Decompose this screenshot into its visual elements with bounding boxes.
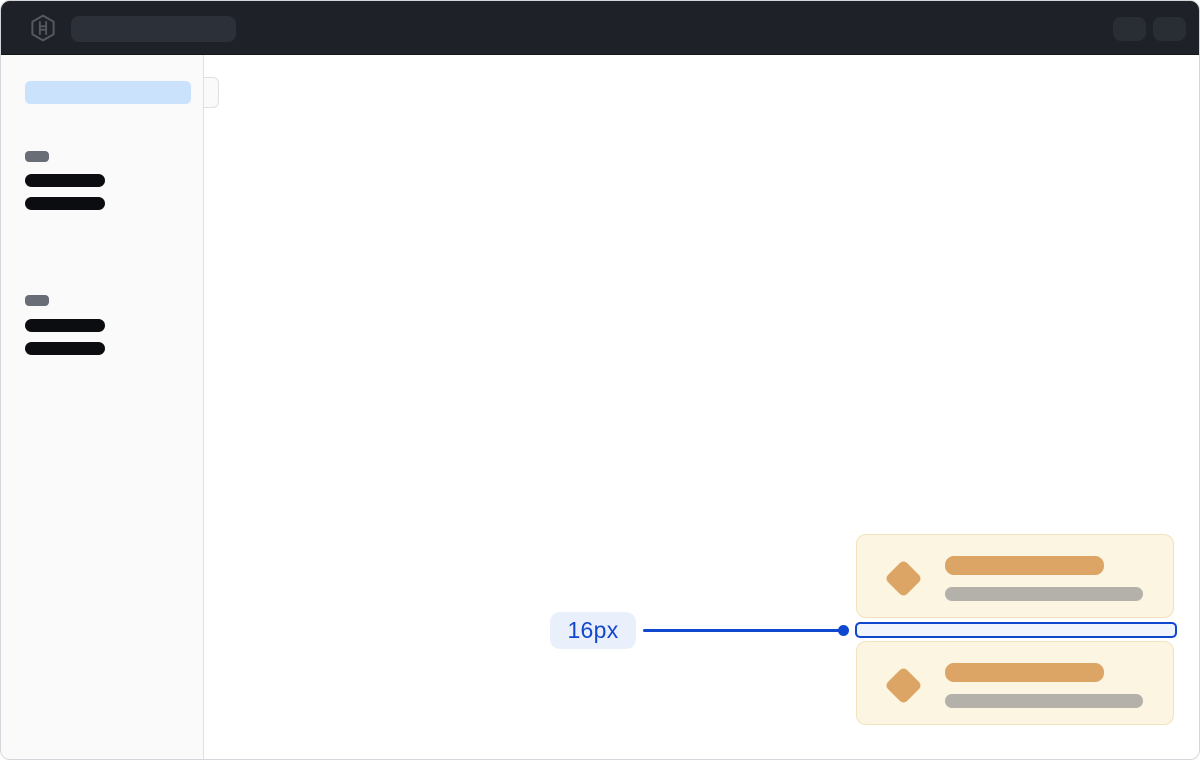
- sidebar-section-1-item-skeleton[interactable]: [25, 197, 105, 210]
- card-title-skeleton: [945, 663, 1104, 682]
- sidebar-section-1-item-skeleton[interactable]: [25, 174, 105, 187]
- sidebar-section-2-label-skeleton: [25, 295, 49, 306]
- sidebar-selected-item-skeleton[interactable]: [25, 81, 191, 104]
- measurement-leader-line: [643, 629, 843, 632]
- hashicorp-logo-icon: [29, 14, 57, 42]
- measurement-label: 16px: [550, 612, 636, 649]
- card-title-skeleton: [945, 556, 1104, 575]
- diamond-icon: [884, 559, 923, 598]
- sidebar: [1, 55, 204, 759]
- top-navbar: [1, 1, 1199, 55]
- sidebar-collapse-tab[interactable]: [204, 77, 219, 108]
- navbar-action-skeleton-2[interactable]: [1153, 17, 1186, 41]
- measurement-leader-dot: [838, 625, 849, 636]
- navbar-action-skeleton-1[interactable]: [1113, 17, 1146, 41]
- diamond-icon: [884, 666, 923, 705]
- alert-card-2: [856, 641, 1174, 725]
- gap-measurement-box: [855, 622, 1177, 638]
- sidebar-section-1-label-skeleton: [25, 151, 49, 162]
- alert-card-1: [856, 534, 1174, 618]
- search-input-skeleton[interactable]: [71, 16, 236, 42]
- card-subtitle-skeleton: [945, 694, 1143, 708]
- sidebar-section-2-item-skeleton[interactable]: [25, 342, 105, 355]
- card-subtitle-skeleton: [945, 587, 1143, 601]
- sidebar-section-2-item-skeleton[interactable]: [25, 319, 105, 332]
